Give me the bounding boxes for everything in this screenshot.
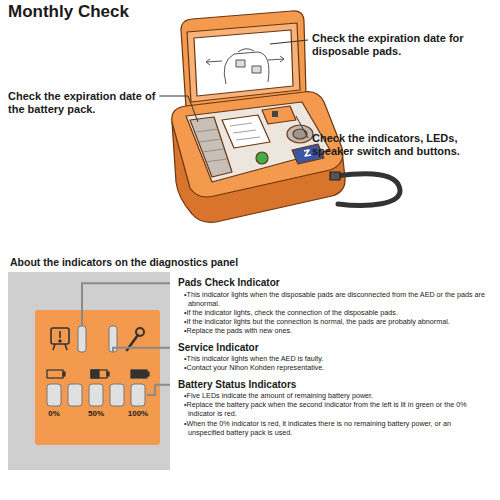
diagnostics-panel-drawing xyxy=(35,310,160,445)
battery-level-label: 0% xyxy=(39,409,69,418)
speaker xyxy=(287,125,313,143)
wrench-icon-part xyxy=(136,328,144,336)
callout-slot: Check the indicators, LEDs, speaker swit… xyxy=(312,132,494,158)
battery-leds xyxy=(47,384,145,406)
led-label-row: 0% 50% 100% xyxy=(35,409,160,418)
callout-label: Check the expiration date of the battery… xyxy=(8,90,155,115)
battery-level-label: 50% xyxy=(81,409,111,418)
battery-icons-part xyxy=(131,370,147,378)
battery-icons-part xyxy=(63,372,65,376)
carry-strap xyxy=(336,174,400,206)
pad-instruction-figure-part xyxy=(252,66,261,73)
strap-buckle xyxy=(330,172,340,180)
panel-face xyxy=(35,310,160,445)
battery-leds-part xyxy=(47,384,61,406)
diagnostics-panel: 0% 50% 100% xyxy=(35,310,160,445)
callout-leader xyxy=(296,116,308,138)
battery-icons-part xyxy=(47,370,63,378)
battery-icons-part xyxy=(91,370,99,378)
indicator-bullet: •Replace the battery pack when the secon… xyxy=(178,400,488,418)
battery-leds-part xyxy=(89,384,103,406)
pad-instruction-figure-part xyxy=(206,59,222,65)
status-panel xyxy=(262,106,296,124)
indicator-heading: Pads Check Indicator xyxy=(178,277,488,290)
callout-leaders xyxy=(159,40,308,138)
pads-icon xyxy=(51,328,69,350)
callout-leader xyxy=(159,96,198,122)
callout-label: Check the indicators, LEDs, speaker swit… xyxy=(312,132,460,157)
pad-instruction-figure-part xyxy=(238,49,254,52)
indicator-bullet: •This indicator lights when the disposab… xyxy=(178,290,488,308)
instruction-card-marks xyxy=(230,123,260,140)
callout-leader xyxy=(270,40,308,44)
section-heading: About the indicators on the diagnostics … xyxy=(8,254,496,270)
grey-band xyxy=(8,272,496,470)
pad-instruction-figure-part xyxy=(236,60,245,67)
aed-body-top xyxy=(172,92,343,197)
indicator-leader xyxy=(113,348,170,352)
indicator-bullet: •Contact your Nihon Kohden representativ… xyxy=(178,363,488,372)
battery-icons-part xyxy=(147,372,149,376)
indicator-leader xyxy=(82,283,170,326)
indicator-leaders xyxy=(82,283,170,395)
instruction-card xyxy=(222,115,270,148)
battery-level-label: 100% xyxy=(123,409,153,418)
battery-ridges xyxy=(196,129,227,162)
title-slot: Monthly Check xyxy=(8,2,129,22)
battery-icons xyxy=(47,370,149,378)
pad-instruction-figure-part xyxy=(224,52,269,84)
aed-lid-inner xyxy=(187,23,300,102)
wrench-icon xyxy=(127,328,144,350)
pads-icon-part xyxy=(59,340,61,342)
battery-icons-part xyxy=(107,372,109,376)
on-button xyxy=(256,152,268,164)
battery-leds-part xyxy=(131,384,145,406)
pads-led xyxy=(78,326,86,352)
diagnostics-section: 0%50%100%Pads Check Indicator•This indic… xyxy=(8,254,496,470)
indicator-leader xyxy=(147,385,170,395)
pads-icon-part xyxy=(53,344,67,350)
pad-instruction-sheet xyxy=(194,30,293,96)
indicator-bullet: •If the indicator lights, check the conn… xyxy=(178,308,488,317)
pads-icon-part xyxy=(59,331,61,338)
indicator-description-box: Pads Check Indicator•This indicator ligh… xyxy=(170,272,496,470)
callout-label: Check the expiration date for disposable… xyxy=(312,32,464,57)
page-title: Monthly Check xyxy=(8,2,129,21)
pad-instruction-figure xyxy=(206,49,284,84)
pad-instruction-figure-part xyxy=(268,56,284,62)
indicator-bullet: •Five LEDs indicate the amount of remain… xyxy=(178,391,488,400)
indicator-bullet: •This indicator lights when the AED is f… xyxy=(178,354,488,363)
indicator-bullet: •Replace the pads with new ones. xyxy=(178,326,488,335)
shock-button-mark xyxy=(304,150,311,156)
battery-leds-part xyxy=(68,384,82,406)
battery-leds-part xyxy=(110,384,124,406)
indicator-heading: Battery Status Indicators xyxy=(178,379,488,392)
indicator-bullet: •If the indicator lights but the connect… xyxy=(178,317,488,326)
indicator-bullet: •When the 0% indicator is red, it indica… xyxy=(178,419,488,437)
battery-icons-part xyxy=(91,370,107,378)
callout-slot: Check the expiration date for disposable… xyxy=(312,32,494,58)
pads-icon-part xyxy=(51,328,69,344)
callout-slot: Check the expiration date of the battery… xyxy=(8,90,168,116)
status-led xyxy=(272,111,278,117)
aed-tray xyxy=(186,102,330,182)
speaker-grille xyxy=(293,129,307,139)
indicator-heading: Service Indicator xyxy=(178,342,488,355)
